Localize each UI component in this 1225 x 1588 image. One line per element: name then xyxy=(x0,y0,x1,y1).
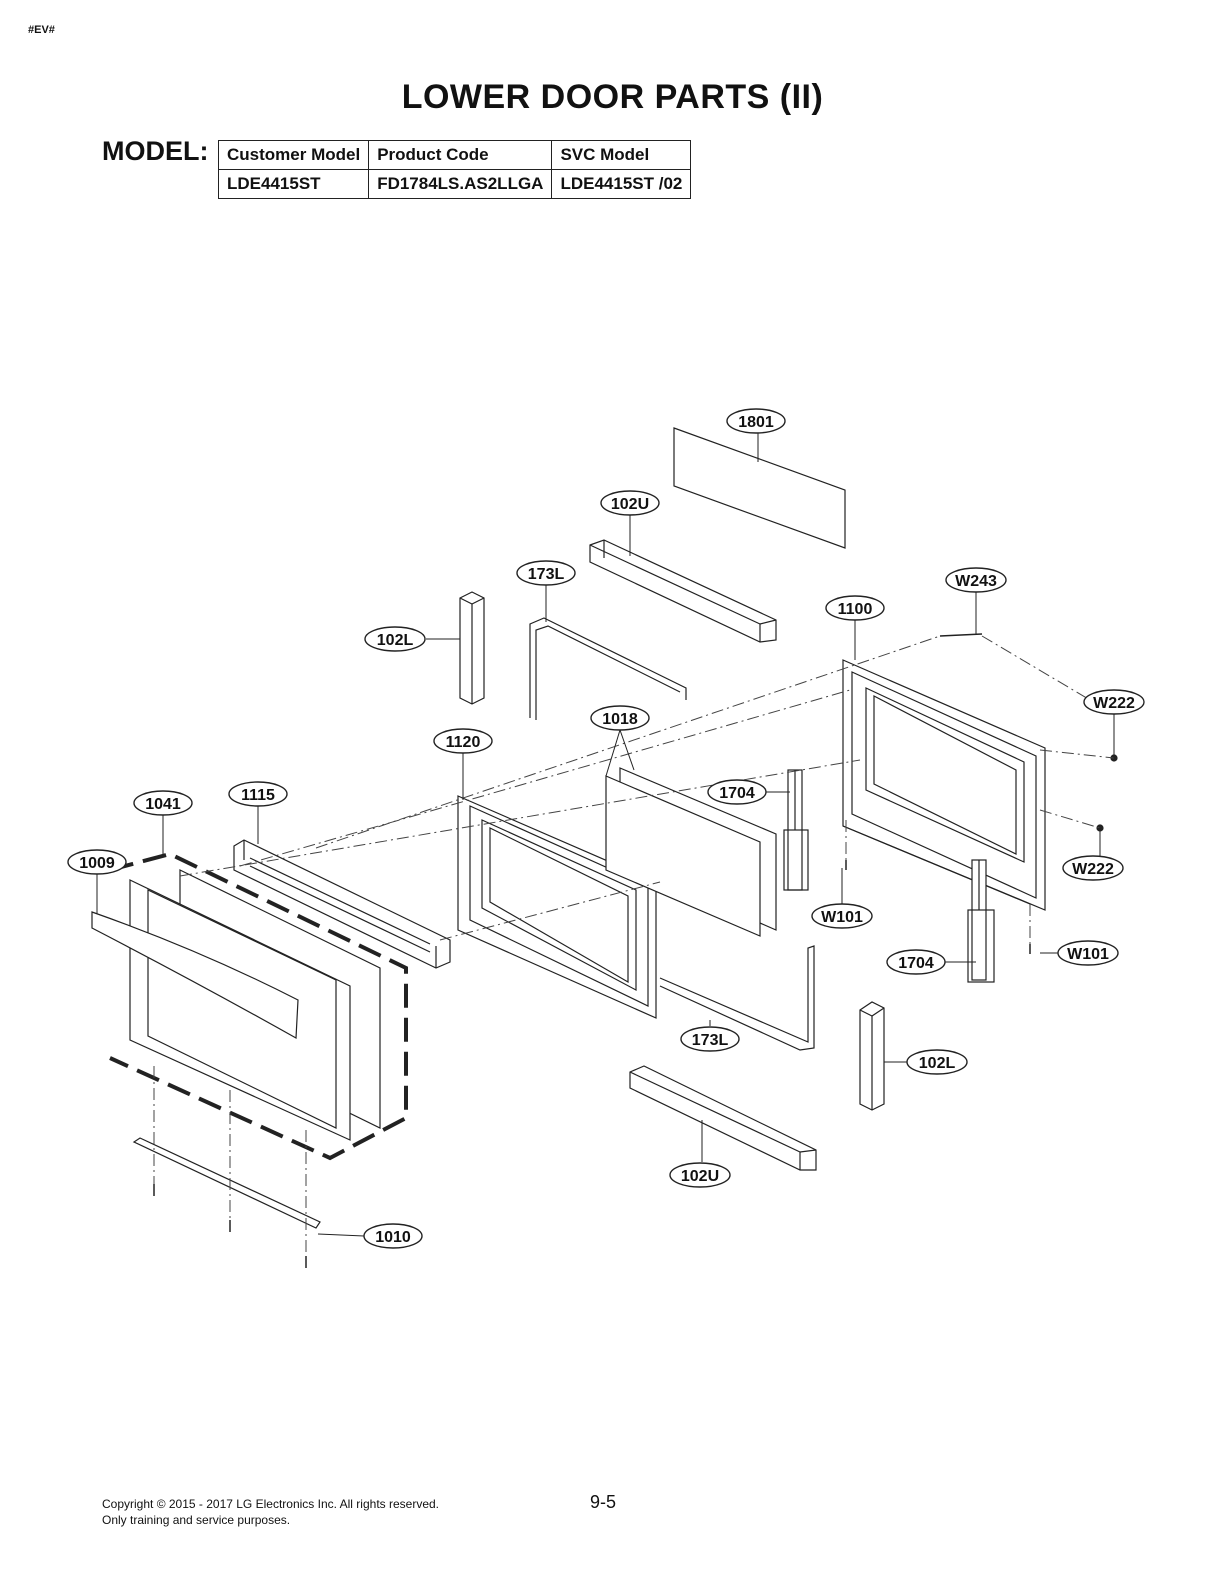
page-title: LOWER DOOR PARTS (II) xyxy=(401,78,824,116)
part-1041-dashed-outline xyxy=(109,851,408,1161)
part-1704-hinge-a xyxy=(783,769,809,891)
copyright-text: Copyright © 2015 - 2017 LG Electronics I… xyxy=(102,1497,440,1511)
part-1009-front-door xyxy=(91,879,351,1141)
callout-102l-left: 102L xyxy=(377,632,414,649)
svc-model-value: LDE4415ST /02 xyxy=(551,169,692,199)
col-customer-model: Customer Model xyxy=(217,140,370,170)
model-label: MODEL: xyxy=(102,136,209,166)
col-svc-model: SVC Model xyxy=(551,140,692,170)
callout-1018: 1018 xyxy=(602,711,638,728)
callout-w101-a: W101 xyxy=(821,909,863,926)
callout-w222-top: W222 xyxy=(1093,695,1135,712)
part-102u-top-bar xyxy=(589,539,777,643)
callout-173l-bottom: 173L xyxy=(692,1032,729,1049)
callout-1009: 1009 xyxy=(79,855,115,872)
callout-1704-b: 1704 xyxy=(898,955,934,972)
part-1120-middle-door xyxy=(457,795,657,1019)
callout-1041: 1041 xyxy=(145,796,181,813)
callout-102l-right: 102L xyxy=(919,1055,956,1072)
part-1010-bottom-rail xyxy=(132,1137,321,1229)
product-code-value: FD1784LS.AS2LLGA xyxy=(368,169,553,199)
part-173l-bottom-gasket xyxy=(659,945,815,1051)
part-102u-bottom-bar xyxy=(629,1065,817,1171)
callout-w101-b: W101 xyxy=(1067,946,1109,963)
callout-1100: 1100 xyxy=(838,601,873,618)
col-product-code: Product Code xyxy=(368,140,553,170)
usage-note: Only training and service purposes. xyxy=(102,1513,291,1527)
callout-bubbles xyxy=(67,408,1145,1249)
callout-1120: 1120 xyxy=(446,734,481,751)
callout-1115: 1115 xyxy=(241,787,275,804)
callout-w243: W243 xyxy=(955,573,997,590)
model-table-header: Customer Model Product Code SVC Model xyxy=(217,140,692,170)
callout-w222-bottom: W222 xyxy=(1072,861,1114,878)
part-1018-glass-front xyxy=(605,775,761,937)
screws xyxy=(153,633,1031,1268)
callout-173l-top: 173L xyxy=(528,566,565,583)
callout-1010: 1010 xyxy=(375,1229,411,1246)
callout-102u-bottom: 102U xyxy=(681,1168,719,1185)
model-table-row: LDE4415ST FD1784LS.AS2LLGA LDE4415ST /02 xyxy=(217,169,692,199)
customer-model-value: LDE4415ST xyxy=(217,169,370,199)
part-1115-vent xyxy=(233,839,451,969)
model-table: Customer Model Product Code SVC Model LD… xyxy=(217,140,692,199)
callout-102u-top: 102U xyxy=(611,496,649,513)
part-1801-panel xyxy=(673,427,846,549)
callout-1801: 1801 xyxy=(738,414,774,431)
part-173l-top-gasket xyxy=(529,617,687,718)
callout-1704-a: 1704 xyxy=(719,785,755,802)
part-1100-inner-frame xyxy=(842,659,1046,911)
document-tag: #EV# xyxy=(28,24,55,36)
part-1704-hinge-b xyxy=(967,859,995,983)
footer: Copyright © 2015 - 2017 LG Electronics I… xyxy=(102,1496,439,1528)
page-number: 9-5 xyxy=(590,1492,617,1512)
